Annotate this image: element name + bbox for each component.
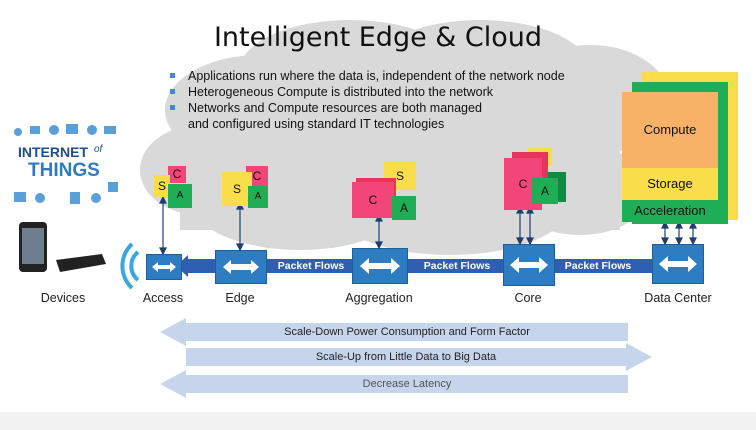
- access-label: Access: [142, 291, 184, 305]
- access-node: [146, 254, 182, 280]
- edge-node: [215, 250, 267, 284]
- scale-down-arrow: [160, 318, 628, 346]
- iot-logo: INTERNET of THINGS: [10, 122, 125, 212]
- datacenter-label: Data Center: [644, 291, 712, 305]
- compute-square: C: [168, 166, 186, 183]
- bullet-text: Heterogeneous Compute is distributed int…: [188, 85, 494, 99]
- phone-icon: [19, 222, 47, 272]
- acceleration-block-label: Acceleration: [634, 203, 706, 218]
- bullet-marker: [170, 73, 175, 78]
- iot-logo-line1: INTERNET: [18, 144, 88, 160]
- latency-arrow: [160, 370, 628, 398]
- storage-block: Storage: [622, 168, 718, 200]
- packet-flow-label: Packet Flows: [423, 260, 491, 272]
- aggregation-node: [352, 248, 408, 284]
- core-node: [503, 244, 555, 286]
- datacenter-node: [652, 244, 704, 284]
- bullet-text: and configured using standard IT technol…: [188, 117, 445, 131]
- bullet-list: Applications run where the data is, inde…: [168, 68, 565, 132]
- bullet-text: Applications run where the data is, inde…: [188, 69, 565, 83]
- acceleration-square: A: [168, 184, 192, 208]
- scale-down-label: Scale-Down Power Consumption and Form Fa…: [284, 326, 530, 338]
- bidirectional-arrow-icon: [659, 256, 697, 272]
- bullet-continuation: and configured using standard IT technol…: [168, 116, 565, 132]
- bullet-item: Networks and Compute resources are both …: [168, 100, 565, 116]
- bidirectional-arrow-icon: [510, 257, 548, 273]
- acceleration-square: A: [392, 196, 416, 220]
- iot-icons: [14, 124, 118, 204]
- core-label: Core: [514, 291, 542, 305]
- acceleration-block: Acceleration: [622, 200, 718, 222]
- compute-square: C: [352, 182, 394, 218]
- compute-block-label: Compute: [643, 122, 697, 137]
- scale-up-arrow: [186, 343, 652, 371]
- acceleration-square: A: [248, 186, 268, 208]
- devices-label: Devices: [40, 291, 86, 305]
- bidirectional-arrow-icon: [360, 258, 400, 274]
- acceleration-square: A: [532, 178, 558, 204]
- compute-block: Compute: [622, 92, 718, 168]
- bullet-marker: [170, 105, 175, 110]
- bullet-marker: [170, 89, 175, 94]
- aggregation-label: Aggregation: [345, 291, 413, 305]
- bidirectional-arrow-icon: [223, 260, 259, 274]
- iot-logo-line2: THINGS: [28, 160, 100, 181]
- bidirectional-arrow-icon: [152, 262, 176, 272]
- wireless-signal-icon: [120, 242, 140, 290]
- packet-flow-label: Packet Flows: [277, 260, 345, 272]
- bullet-item: Heterogeneous Compute is distributed int…: [168, 84, 565, 100]
- scale-up-label: Scale-Up from Little Data to Big Data: [315, 351, 497, 363]
- storage-block-label: Storage: [647, 176, 693, 191]
- edge-label: Edge: [225, 291, 255, 305]
- page-title: Intelligent Edge & Cloud: [213, 22, 543, 53]
- set-top-box-icon: [56, 254, 106, 272]
- packet-flow-label: Packet Flows: [564, 260, 632, 272]
- storage-square: S: [222, 172, 252, 206]
- bullet-item: Applications run where the data is, inde…: [168, 68, 565, 84]
- bullet-text: Networks and Compute resources are both …: [188, 101, 482, 115]
- packet-flow-arrow: [176, 255, 696, 277]
- storage-square: S: [154, 175, 170, 197]
- iot-logo-of: of: [94, 144, 103, 155]
- latency-label: Decrease Latency: [362, 378, 452, 390]
- bottom-strip: [0, 412, 756, 430]
